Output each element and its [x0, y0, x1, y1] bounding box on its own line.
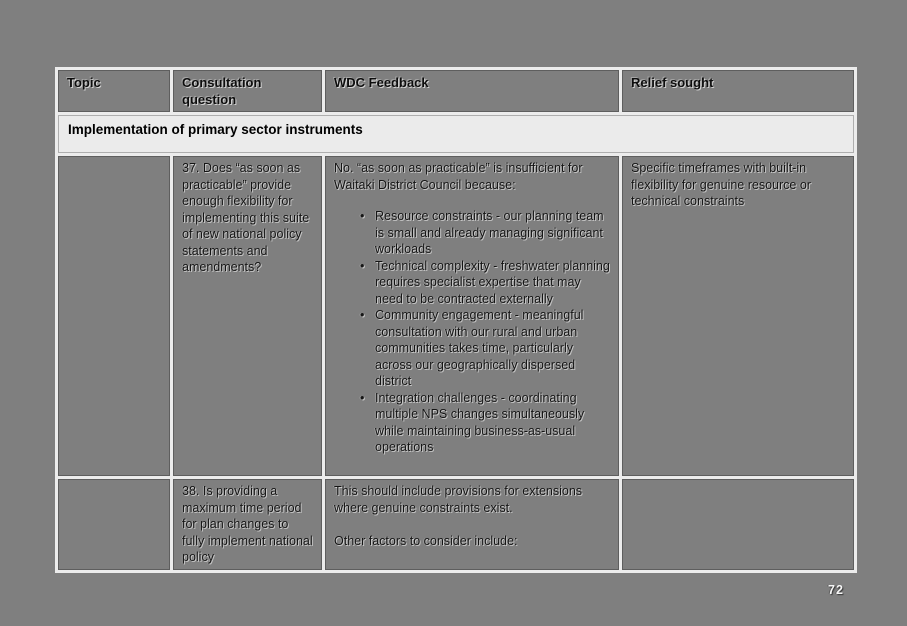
relief-cell: Specific timeframes with built-in flexib… [619, 153, 857, 480]
feedback-paragraph: Other factors to consider include: [334, 534, 518, 549]
consultation-feedback-table: Topic Consultation question WDC Feedback… [55, 66, 857, 573]
table-row: 38. Is providing a maximum time period f… [55, 476, 857, 573]
section-title: Implementation of primary sector instrum… [55, 112, 857, 157]
section-header-row: Implementation of primary sector instrum… [55, 112, 857, 157]
feedback-bullet: Integration challenges - coordinating mu… [360, 390, 610, 456]
question-cell: 37. Does “as soon as practicable” provid… [170, 153, 325, 480]
feedback-paragraph: This should include provisions for exten… [334, 484, 583, 515]
column-header-consultation-question: Consultation question [170, 66, 325, 116]
column-header-relief-sought: Relief sought [619, 66, 857, 116]
page-number: 72 [828, 583, 844, 597]
table-row: 37. Does “as soon as practicable” provid… [55, 153, 857, 480]
column-header-topic: Topic [55, 66, 173, 116]
topic-cell [55, 476, 173, 573]
column-header-wdc-feedback: WDC Feedback [322, 66, 622, 116]
feedback-bullet: Technical complexity - freshwater planni… [360, 258, 610, 308]
feedback-bullet: Community engagement - meaningful consul… [360, 307, 610, 390]
question-cell: 38. Is providing a maximum time period f… [170, 476, 325, 573]
relief-text: Specific timeframes with built-in flexib… [631, 161, 811, 209]
feedback-cell: This should include provisions for exten… [322, 476, 622, 573]
feedback-bullet: Resource constraints - our planning team… [360, 208, 610, 258]
feedback-cell: No. “as soon as practicable” is insuffic… [322, 153, 622, 480]
question-text: 37. Does “as soon as practicable” provid… [182, 161, 310, 275]
feedback-intro: No. “as soon as practicable” is insuffic… [334, 161, 583, 192]
topic-cell [55, 153, 173, 480]
relief-cell [619, 476, 857, 573]
table-header-row: Topic Consultation question WDC Feedback… [55, 66, 857, 116]
feedback-bullet-list: Resource constraints - our planning team… [334, 208, 610, 456]
question-text: 38. Is providing a maximum time period f… [182, 484, 313, 565]
